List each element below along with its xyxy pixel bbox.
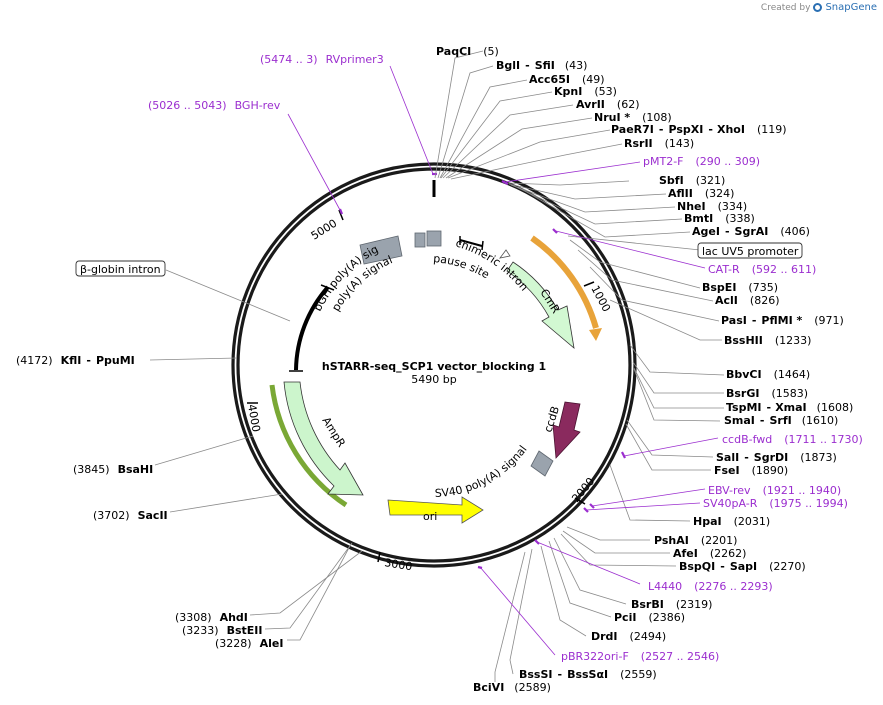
enzyme-27: BsrBI(2319) bbox=[631, 598, 712, 611]
enzyme-31: BciVI(2589) bbox=[473, 681, 551, 694]
enzyme-23: HpaI(2031) bbox=[693, 515, 770, 528]
ampr-label: AmpR bbox=[319, 415, 348, 450]
enzyme-11: BmtI(338) bbox=[684, 212, 755, 225]
enzyme-24: PshAI(2201) bbox=[654, 534, 737, 547]
ori-arrow bbox=[387, 496, 484, 524]
enzyme-6: PaeR7I-PspXI-XhoI(119) bbox=[611, 123, 787, 136]
primer-labels: (5474 .. 3)RVprimer3 (5026 .. 5043)BGH-r… bbox=[148, 53, 863, 663]
enzyme-7: RsrII(143) bbox=[624, 137, 694, 150]
enzyme-28: PciI(2386) bbox=[614, 611, 685, 624]
enzyme-22: FseI(1890) bbox=[714, 464, 788, 477]
svg-text:bGH poly(A) signal: bGH poly(A) signal bbox=[0, 0, 380, 313]
primer-pbr322ori-f: pBR322ori-F(2527 .. 2546) bbox=[561, 650, 719, 663]
enzyme-3: KpnI(53) bbox=[554, 85, 617, 98]
enzyme-35: (3702)SacII bbox=[93, 509, 168, 522]
chimeric-intron-mark bbox=[459, 239, 483, 247]
primer-ebv-rev: EBV-rev(1921 .. 1940) bbox=[708, 484, 841, 497]
enzyme-9: AflII(324) bbox=[668, 187, 734, 200]
pause-site-block bbox=[426, 230, 442, 247]
primer-cat-r: CAT-R(592 .. 611) bbox=[708, 263, 816, 276]
primer-rvprimer3: (5474 .. 3)RVprimer3 bbox=[260, 53, 384, 66]
ori-label: ori bbox=[423, 510, 437, 523]
lac-uv5-label: lac UV5 promoter bbox=[702, 245, 799, 258]
credit-prefix: Created by bbox=[760, 2, 811, 13]
ruler-label-3000: 3000 bbox=[384, 556, 414, 573]
cmr-arrow bbox=[506, 261, 575, 350]
enzyme-21: SalI-SgrDI(1873) bbox=[716, 451, 837, 464]
enzyme-19: TspMI-XmaI(1608) bbox=[726, 401, 853, 414]
enzyme-4: AvrII(62) bbox=[576, 98, 640, 111]
enzyme-2: Acc65I(49) bbox=[529, 73, 605, 86]
enzyme-15: PasI-PflMI *(971) bbox=[721, 314, 844, 327]
enzyme-16: BssHII(1233) bbox=[724, 334, 811, 347]
ccdb-arrow bbox=[552, 401, 581, 459]
bgh-polya-block bbox=[359, 235, 403, 265]
primer-l4440: L4440(2276 .. 2293) bbox=[648, 580, 773, 593]
sv40-polya-block bbox=[530, 450, 554, 477]
ampr-olive-stripe bbox=[269, 384, 348, 508]
primer-sv40pa-r: SV40pA-R(1975 .. 1994) bbox=[703, 497, 848, 510]
enzyme-1: BglI-SfiI(43) bbox=[496, 59, 587, 72]
small-feature-icon bbox=[499, 249, 511, 259]
enzyme-14: AclI(826) bbox=[715, 294, 780, 307]
enzyme-30: BssSI-BssSαI(2559) bbox=[519, 668, 657, 681]
backbone-inner bbox=[236, 167, 632, 563]
sv40-polya-label: SV40 poly(A) signal bbox=[434, 443, 529, 500]
enzyme-17: BbvCI(1464) bbox=[726, 368, 810, 381]
enzyme-5: NruI *(108) bbox=[594, 111, 672, 124]
enzyme-34: (3308)AhdI bbox=[175, 611, 248, 624]
enzyme-36: (3845)BsaHI bbox=[73, 463, 153, 476]
enzyme-26: BspQI-SapI(2270) bbox=[679, 560, 806, 573]
primer-pmt2-f: pMT2-F(290 .. 309) bbox=[643, 155, 760, 168]
features bbox=[269, 230, 602, 524]
enzyme-33: (3233)BstEII bbox=[182, 624, 262, 637]
primer-bgh-rev: (5026 .. 5043)BGH-rev bbox=[148, 99, 281, 112]
svg-text:SV40 poly(A) signal: SV40 poly(A) signal bbox=[434, 443, 529, 500]
enzyme-13: BspEI(735) bbox=[702, 281, 778, 294]
enzyme-10: NheI(334) bbox=[677, 200, 747, 213]
primer-ccdb-fwd: ccdB-fwd(1711 .. 1730) bbox=[722, 433, 863, 446]
credit-brand: SnapGene bbox=[825, 2, 877, 13]
enzyme-25: AfeI(2262) bbox=[673, 547, 746, 560]
enzyme-32: (3228)AleI bbox=[215, 637, 283, 650]
enzyme-37: (4172)KflI-PpuMI bbox=[16, 354, 135, 367]
credit: Created by SnapGene bbox=[761, 2, 877, 13]
ampr-arrow bbox=[283, 381, 364, 496]
beta-globin-label: β-globin intron bbox=[80, 263, 161, 276]
enzyme-29: DrdI(2494) bbox=[591, 630, 666, 643]
boxed-labels: lac UV5 promoter β-globin intron bbox=[75, 242, 803, 277]
enzyme-0: PaqCI(5) bbox=[436, 45, 499, 58]
black-bar-feature bbox=[294, 285, 330, 371]
enzyme-8: SbfI(321) bbox=[659, 174, 725, 187]
cmr-orange-stripe bbox=[530, 235, 599, 329]
snapgene-logo-icon bbox=[813, 3, 823, 12]
enzyme-20: SmaI-SrfI(1610) bbox=[724, 414, 838, 427]
enzyme-18: BsrGI(1583) bbox=[726, 387, 808, 400]
enzyme-labels: PaqCI(5) BglI-SfiI(43) Acc65I(49) KpnI(5… bbox=[16, 45, 853, 694]
leader-lines bbox=[149, 50, 725, 682]
enzyme-12: AgeI-SgrAI(406) bbox=[692, 225, 810, 238]
bgh-polya-label: bGH poly(A) signal bbox=[0, 0, 380, 313]
polya-signal-block bbox=[414, 232, 426, 248]
plasmid-length: 5490 bp bbox=[411, 373, 456, 386]
ruler-label-4000: 4000 bbox=[245, 403, 263, 433]
ruler-label-5000: 5000 bbox=[309, 217, 340, 243]
plasmid-name: hSTARR-seq_SCP1 vector_blocking 1 bbox=[322, 360, 546, 373]
